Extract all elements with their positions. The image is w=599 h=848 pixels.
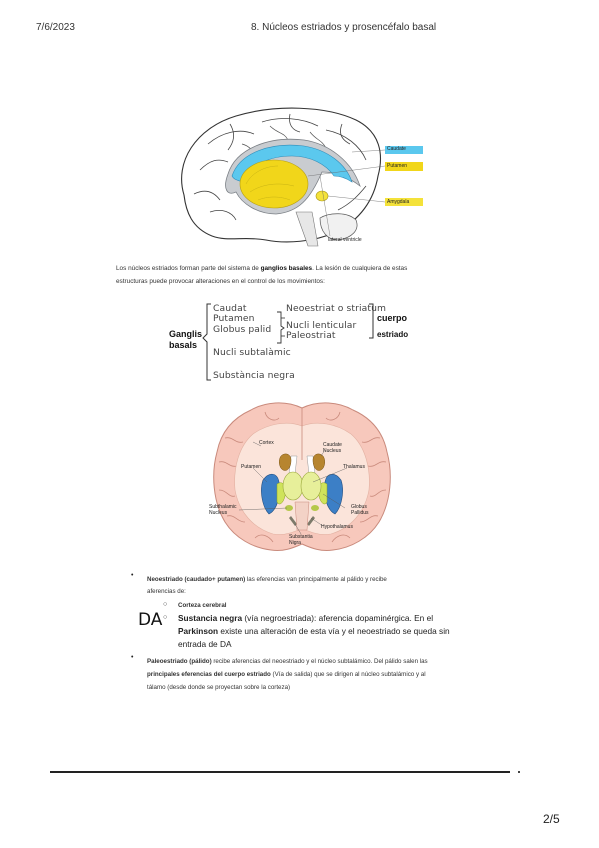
page-title: 8. Núcleos estriados y prosencéfalo basa… xyxy=(251,22,437,33)
basal-ganglia-classification: Ganglis basals Caudat Putamen Globus pal… xyxy=(165,300,425,390)
label-lateral-ventricle: lateral ventricle xyxy=(328,237,362,243)
label-cortex: Cortex xyxy=(259,440,274,446)
sub-bullet-corteza: Corteza cerebral xyxy=(178,602,227,609)
label-subthalamic-nucleus: Subthalamic Nucleus xyxy=(209,504,237,516)
intro-paragraph: Los núcleos estriados forman parte del s… xyxy=(116,262,476,288)
bullet-marker-2: • xyxy=(131,654,134,661)
label-hypothalamus: Hypothalamus xyxy=(321,524,353,530)
classif-item-putamen: Putamen xyxy=(213,313,255,324)
page-number: 2/5 xyxy=(543,812,560,826)
bullet-paleoestriado: Paleoestriado (pálido) recibe aferencias… xyxy=(147,658,428,691)
sagittal-brain-figure: Caudate Putamen Amygdala lateral ventric… xyxy=(170,100,435,250)
classif-right-label-1: cuerpo xyxy=(377,313,408,323)
handwritten-da-note: DA xyxy=(138,610,163,630)
label-caudate: Caudate xyxy=(387,146,406,152)
coronal-brain-figure: Cortex Caudate Nucleus Putamen Thalamus … xyxy=(205,398,400,563)
sagittal-brain-illustration xyxy=(181,107,423,247)
classif-item-globus-palid: Globus palid xyxy=(213,324,272,335)
label-thalamus: Thalamus xyxy=(343,464,365,470)
divider-dot xyxy=(518,771,520,773)
classif-left-label-1: Ganglis xyxy=(169,329,203,339)
footer-divider xyxy=(50,771,510,773)
classif-sub-nucli-lenticular: Nucli lenticular xyxy=(286,320,357,331)
classification-brackets xyxy=(202,303,374,381)
label-substantia-nigra: Substantia Nigra xyxy=(289,534,313,546)
sub-bullet-marker-2: ○ xyxy=(163,614,168,621)
sub-bullet-sustancia-negra: Sustancia negra (vía negroestriada): afe… xyxy=(178,613,450,649)
label-putamen-coronal: Putamen xyxy=(241,464,262,470)
bullet-neoestriado: Neoestriado (caudado+ putamen) las efere… xyxy=(147,576,387,595)
label-putamen: Putamen xyxy=(387,163,408,169)
intro-line-2: estructuras puede provocar alteraciones … xyxy=(116,278,325,285)
sub-bullet-marker-1: ○ xyxy=(163,601,168,608)
classif-item-nucli-subtalamic: Nucli subtalàmic xyxy=(213,347,291,358)
bullet-marker-1: • xyxy=(131,572,134,579)
label-caudate-nucleus: Caudate Nucleus xyxy=(323,442,342,454)
coronal-brain-illustration xyxy=(213,402,391,551)
classif-sub-paleostriat: Paleostriat xyxy=(286,330,336,341)
classif-item-caudat: Caudat xyxy=(213,303,247,314)
classif-right-label-2: estriado xyxy=(377,330,409,339)
classif-left-label-2: basals xyxy=(169,340,198,350)
label-amygdala: Amygdala xyxy=(387,199,410,205)
print-date: 7/6/2023 xyxy=(36,22,75,33)
classif-sub-neoestriat: Neoestriat o striatum xyxy=(286,303,387,314)
intro-bold-term: ganglios basales xyxy=(260,265,313,272)
intro-line-1: Los núcleos estriados forman parte del s… xyxy=(116,265,408,272)
classif-item-substancia-negra: Substància negra xyxy=(213,370,295,381)
label-globus-pallidus: Globus Pallidus xyxy=(351,504,369,516)
